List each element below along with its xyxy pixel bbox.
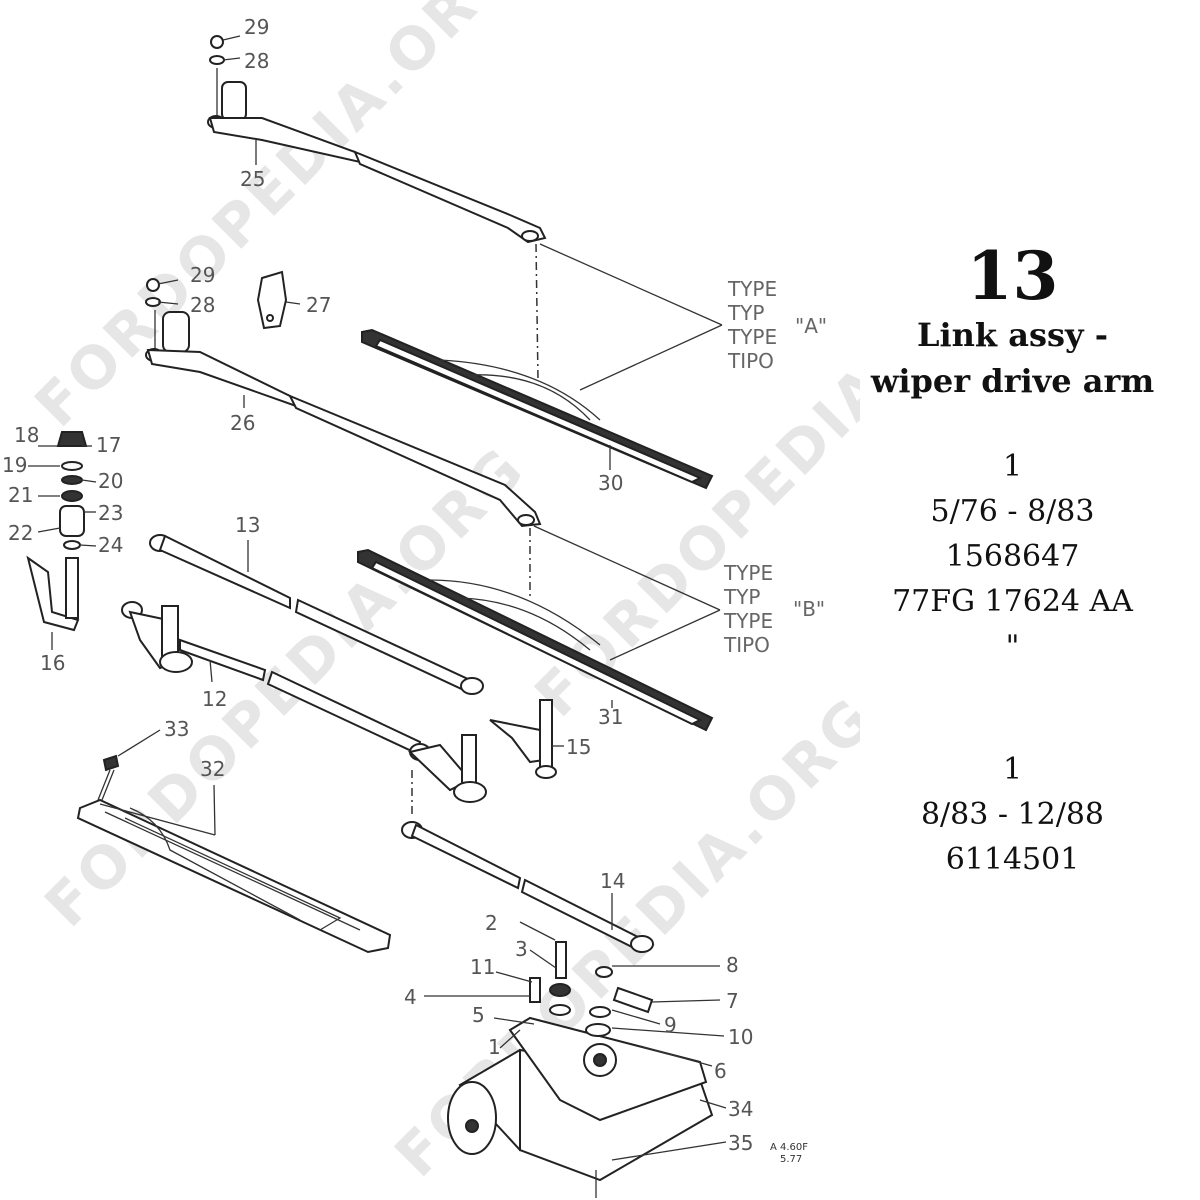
callout-26: 26 <box>230 411 255 435</box>
svg-text:TIPO: TIPO <box>727 349 774 373</box>
callout-30: 30 <box>598 471 623 495</box>
callout-31: 31 <box>598 705 623 729</box>
callout-24: 24 <box>98 533 123 557</box>
wiper-motor-assembly <box>447 941 714 1198</box>
part-title: Link assy - wiper drive arm <box>870 316 1155 400</box>
callout-9: 9 <box>664 1013 677 1037</box>
svg-text:A 4.60F: A 4.60F <box>770 1142 808 1153</box>
part-entry-2: 1 8/83 - 12/88 6114501 <box>870 747 1155 882</box>
entry-quantity: 1 <box>1002 449 1023 484</box>
entry-note: " <box>1005 629 1020 664</box>
callout-22: 22 <box>8 521 33 545</box>
svg-text:TIPO: TIPO <box>723 633 770 657</box>
pivot-16 <box>26 431 88 632</box>
callout-25: 25 <box>240 167 265 191</box>
callout-12: 12 <box>202 687 227 711</box>
callout-28b: 28 <box>244 49 269 73</box>
svg-text:TYP: TYP <box>727 301 765 325</box>
svg-text:"B": "B" <box>793 597 825 621</box>
link-14 <box>401 821 654 953</box>
wiper-arm-26 <box>145 278 542 528</box>
callout-6: 6 <box>714 1059 727 1083</box>
callout-leaders <box>28 35 727 1161</box>
callout-28: 28 <box>190 293 215 317</box>
entry-ford-code: 77FG 17624 AA <box>892 584 1133 619</box>
svg-text:TYP: TYP <box>723 585 761 609</box>
svg-text:TYPE: TYPE <box>727 277 777 301</box>
callout-18: 18 <box>14 423 39 447</box>
entry-date-range: 5/76 - 8/83 <box>930 494 1095 529</box>
callout-32: 32 <box>200 757 225 781</box>
svg-text:TYPE: TYPE <box>723 561 773 585</box>
svg-text:"A": "A" <box>795 314 827 338</box>
drawing-code: A 4.60F 5.77 <box>770 1142 808 1165</box>
callout-27: 27 <box>306 293 331 317</box>
wiper-blade-30 <box>361 328 714 490</box>
type-b-label: TYPE TYP TYPE TIPO "B" <box>723 561 825 657</box>
callout-20: 20 <box>98 469 123 493</box>
callout-35: 35 <box>728 1131 753 1155</box>
type-a-label: TYPE TYP TYPE TIPO "A" <box>727 277 827 373</box>
pivot-link-12-right <box>407 734 487 803</box>
part-entry-1: 1 5/76 - 8/83 1568647 77FG 17624 AA " <box>870 444 1155 669</box>
callout-17: 17 <box>96 433 121 457</box>
callout-8: 8 <box>726 953 739 977</box>
svg-text:5.77: 5.77 <box>780 1154 802 1165</box>
callout-33: 33 <box>164 717 189 741</box>
callout-13: 13 <box>235 513 260 537</box>
page-number: 13 <box>966 237 1059 315</box>
callout-29b: 29 <box>244 15 269 39</box>
callout-4: 4 <box>404 985 417 1009</box>
callout-1: 1 <box>488 1035 501 1059</box>
wiper-blade-31 <box>357 548 714 732</box>
pivot-15 <box>489 699 557 779</box>
svg-text:TYPE: TYPE <box>727 325 777 349</box>
callout-3: 3 <box>515 937 528 961</box>
part-info-panel: 13 Link assy - wiper drive arm 1 5/76 - … <box>870 240 1155 960</box>
callout-numbers: 1 2 3 4 5 6 7 8 9 10 11 12 13 14 15 16 1… <box>2 15 753 1155</box>
callout-34: 34 <box>728 1097 753 1121</box>
screw-33 <box>97 754 120 801</box>
cover-plate-32 <box>76 798 392 954</box>
callout-21: 21 <box>8 483 33 507</box>
svg-text:TYPE: TYPE <box>723 609 773 633</box>
link-13 <box>149 534 484 695</box>
type-b-leader-lines <box>533 525 721 661</box>
wiper-arm-25 <box>207 35 547 244</box>
entry-part-number[interactable]: 6114501 <box>945 842 1080 877</box>
callout-11: 11 <box>470 955 495 979</box>
bracket-27 <box>256 270 288 330</box>
callout-23: 23 <box>98 501 123 525</box>
parts-diagram: FORDOPEDIA.ORG FORDOPEDIA.ORG FORDOPEDIA… <box>2 0 860 1198</box>
callout-19: 19 <box>2 453 27 477</box>
callout-29: 29 <box>190 263 215 287</box>
entry-part-number[interactable]: 1568647 <box>945 539 1080 574</box>
link-12 <box>121 601 431 761</box>
callout-7: 7 <box>726 989 739 1013</box>
type-a-leader-lines <box>539 243 723 391</box>
callout-2: 2 <box>485 911 498 935</box>
callout-15: 15 <box>566 735 591 759</box>
callout-16: 16 <box>40 651 65 675</box>
callout-5: 5 <box>472 1003 485 1027</box>
entry-quantity: 1 <box>1002 752 1023 787</box>
callout-14: 14 <box>600 869 625 893</box>
entry-date-range: 8/83 - 12/88 <box>920 797 1105 832</box>
callout-10: 10 <box>728 1025 753 1049</box>
